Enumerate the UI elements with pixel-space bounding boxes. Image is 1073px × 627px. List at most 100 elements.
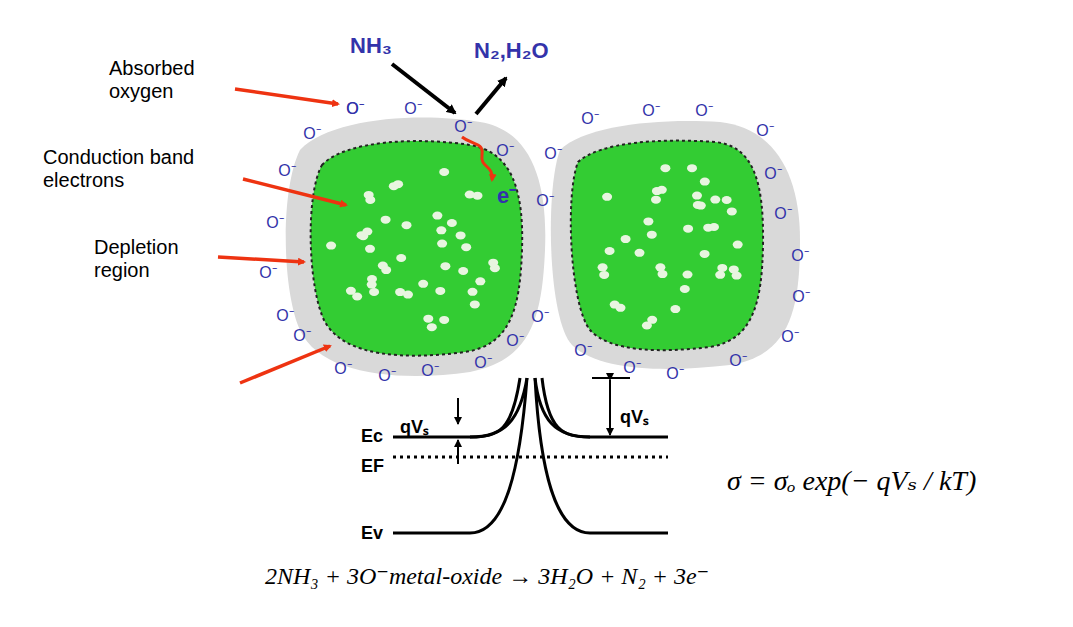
electron-label: e⁻ xyxy=(497,179,516,209)
electron-dot xyxy=(458,267,468,275)
oxygen-ion: O⁻ xyxy=(474,351,491,373)
barrier-label: qVₛ xyxy=(400,414,429,438)
oxygen-ion: O⁻ xyxy=(496,139,513,161)
electron-dot xyxy=(403,291,413,299)
grain-shell xyxy=(286,118,546,376)
oxygen-ion: O⁻ xyxy=(334,357,351,379)
electron-dot xyxy=(722,196,732,204)
electron-dot xyxy=(658,270,668,278)
oxygen-ion: O⁻ xyxy=(729,349,746,371)
callout-label: Absorbed oxygen xyxy=(109,57,229,103)
grain-shell xyxy=(551,121,800,369)
electron-dot xyxy=(490,264,500,272)
electron-dot xyxy=(432,212,442,220)
electron-dot xyxy=(729,265,739,273)
electron-dot xyxy=(447,219,457,227)
electron-dot xyxy=(475,277,485,285)
oxygen-ion: O⁻ xyxy=(642,99,659,121)
electron-dot xyxy=(605,247,615,255)
oxygen-ion: O⁻ xyxy=(531,305,548,327)
qvs-arrow xyxy=(457,398,459,424)
electron-dot xyxy=(470,300,480,308)
oxygen-ion: O⁻ xyxy=(454,115,471,137)
electron-dot xyxy=(402,221,412,229)
electron-dot xyxy=(687,164,697,172)
callout-label: Depletion region xyxy=(94,236,214,282)
electron-dot xyxy=(456,231,466,239)
oxygen-ion: O⁻ xyxy=(536,189,553,211)
oxygen-ion: O⁻ xyxy=(666,362,683,384)
oxygen-ion: O⁻ xyxy=(278,159,295,181)
oxygen-ion: O⁻ xyxy=(774,202,791,224)
electron-dot xyxy=(709,223,719,231)
electron-dot xyxy=(715,271,725,279)
oxygen-ion: O⁻ xyxy=(695,99,712,121)
band-edge-label: Ec xyxy=(361,426,383,447)
oxygen-ion: O⁻ xyxy=(506,329,523,351)
electron-dot xyxy=(683,271,693,279)
electron-dot xyxy=(670,305,680,313)
electron-dot xyxy=(369,288,379,296)
electron-dot xyxy=(439,316,449,324)
electron-dot xyxy=(437,240,447,248)
electron-dot xyxy=(439,168,449,176)
pointer-arrow xyxy=(240,346,330,383)
gas-arrow xyxy=(476,78,506,114)
electron-dot xyxy=(621,235,631,243)
electron-dot xyxy=(427,323,437,331)
electron-dot xyxy=(364,191,374,199)
band-edge-label: Ev xyxy=(361,523,383,544)
qvs-arrow xyxy=(609,380,611,435)
callout-label: Conduction band electrons xyxy=(43,146,243,192)
conductivity-equation: σ = σₒ exp(− qVₛ / kT) xyxy=(727,464,976,497)
electron-dot xyxy=(733,241,743,249)
electron-dot xyxy=(710,196,720,204)
electron-dot xyxy=(727,207,737,215)
electron-dots xyxy=(326,164,743,331)
band-diagram xyxy=(393,378,668,533)
electron-dot xyxy=(381,216,391,224)
electron-dot xyxy=(647,231,657,239)
electron-dot xyxy=(326,242,336,250)
oxygen-ion: O⁻ xyxy=(623,356,640,378)
electron-dot xyxy=(436,226,446,234)
oxygen-ion: O⁻ xyxy=(266,211,283,233)
electron-dot xyxy=(418,280,428,288)
electron-dot xyxy=(602,193,612,201)
oxygen-ion: O⁻ xyxy=(574,339,591,361)
electron-dot xyxy=(642,322,652,330)
electron-dot xyxy=(651,196,661,204)
electron-dot xyxy=(657,186,667,194)
qvs-arrow xyxy=(457,440,459,464)
qvs-tick xyxy=(592,377,630,379)
oxygen-ion: O⁻ xyxy=(404,97,421,119)
oxygen-ion: O⁻ xyxy=(581,107,598,129)
electron-dot xyxy=(696,202,706,210)
electron-dot xyxy=(700,250,710,258)
electron-dot xyxy=(440,262,450,270)
oxygen-ion: O⁻ xyxy=(346,97,363,119)
gas-label: N₂,H₂O xyxy=(474,38,549,64)
oxygen-ion: O⁻ xyxy=(764,162,781,184)
electron-dot xyxy=(465,191,475,199)
grain-core xyxy=(571,141,763,351)
electron-dot xyxy=(346,287,356,295)
electron-dot xyxy=(643,217,653,225)
oxygen-ion: O⁻ xyxy=(792,285,809,307)
oxygen-ion: O⁻ xyxy=(293,324,310,346)
electron-dot xyxy=(616,304,626,312)
electron-dot xyxy=(680,285,690,293)
pointer-arrow xyxy=(218,257,304,262)
electron-dot xyxy=(365,245,375,253)
electron-dot xyxy=(378,262,388,270)
electron-dot xyxy=(599,271,609,279)
oxygen-ion: O⁻ xyxy=(303,122,320,144)
oxygen-ion: O⁻ xyxy=(378,364,395,386)
gas-arrow xyxy=(392,64,455,113)
electron-dot xyxy=(357,231,367,239)
oxygen-ion: O⁻ xyxy=(276,304,293,326)
electron-dot xyxy=(423,315,433,323)
oxygen-ion: O⁻ xyxy=(421,359,438,381)
electron-dot xyxy=(435,287,445,295)
